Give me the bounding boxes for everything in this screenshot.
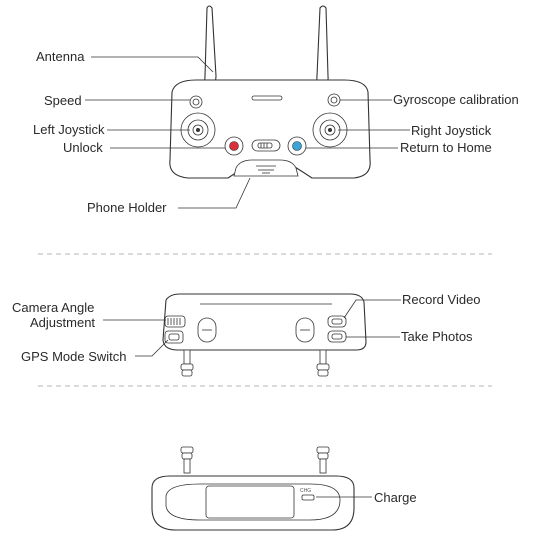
bottom-panel [205,485,295,519]
top-slot [251,95,283,101]
label-camera-angle-line1: Camera Angle [12,300,94,315]
left-stem-bottom [180,446,194,474]
top-view: Camera Angle Adjustment GPS Mode Switch … [12,292,481,377]
label-left-joystick: Left Joystick [33,122,105,137]
left-antenna [204,5,217,85]
charge-port[interactable] [301,494,315,501]
label-right-joystick: Right Joystick [411,123,492,138]
label-take-photos: Take Photos [401,329,473,344]
right-stick-top [295,317,315,343]
right-stem-bottom [316,446,330,474]
label-speed: Speed [44,93,82,108]
right-stem [316,349,330,377]
camera-angle-wheel[interactable] [164,315,186,328]
label-record-video: Record Video [402,292,481,307]
left-joystick[interactable] [180,112,216,148]
controller-body-front [169,79,371,179]
label-return-to-home: Return to Home [400,140,492,155]
record-video-button[interactable] [327,315,347,328]
power-switch[interactable] [251,139,281,152]
unlock-button[interactable] [224,136,244,156]
take-photos-button[interactable] [327,330,347,343]
front-view: Antenna Speed Left Joystick Unlock Phone… [33,5,519,215]
left-stick-top [197,317,217,343]
label-charge: Charge [374,490,417,505]
label-gyroscope-calibration: Gyroscope calibration [393,92,519,107]
phone-holder[interactable] [233,159,299,177]
label-unlock: Unlock [63,140,103,155]
right-antenna [316,5,329,85]
label-antenna: Antenna [36,49,85,64]
label-gps-mode-switch: GPS Mode Switch [21,349,127,364]
left-stem [180,349,194,377]
gps-mode-switch[interactable] [164,330,184,344]
charge-port-marking: CHG [300,488,311,494]
bottom-view: CHG Charge [151,446,417,531]
return-home-button[interactable] [287,136,307,156]
label-camera-angle-line2: Adjustment [30,315,95,330]
label-phone-holder: Phone Holder [87,200,167,215]
